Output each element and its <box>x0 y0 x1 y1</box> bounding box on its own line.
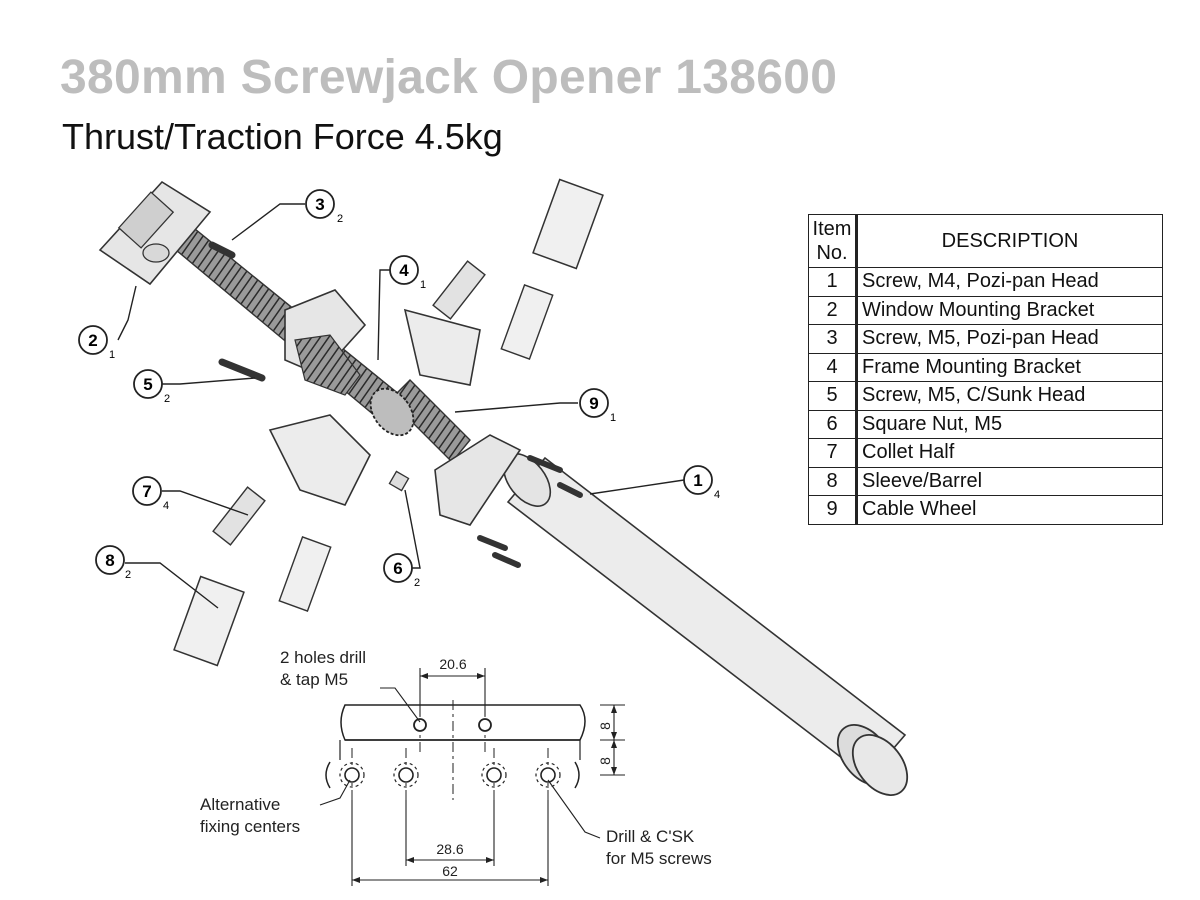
window-mounting-bracket <box>98 180 212 286</box>
svg-text:1: 1 <box>109 349 115 361</box>
note-tap-holes-line2: & tap M5 <box>280 670 348 689</box>
item-number: 8 <box>808 466 858 496</box>
svg-text:1: 1 <box>420 279 426 291</box>
item-description: Square Nut, M5 <box>856 409 1163 439</box>
item-number: 4 <box>808 352 858 382</box>
item-description: Frame Mounting Bracket <box>856 352 1163 382</box>
item-number: 2 <box>808 295 858 325</box>
item-description: Collet Half <box>856 438 1163 468</box>
countersunk-hole <box>398 767 414 783</box>
item-description: Screw, M5, Pozi-pan Head <box>856 324 1163 354</box>
note-countersink-line2: for M5 screws <box>606 849 712 868</box>
countersunk-hole <box>540 767 556 783</box>
callout-8: 8 2 <box>95 545 131 581</box>
page-subtitle: Thrust/Traction Force 4.5kg <box>62 116 503 157</box>
callout-1: 1 4 <box>683 465 720 501</box>
svg-text:1: 1 <box>693 471 702 490</box>
item-number: 1 <box>808 267 858 297</box>
note-tap-holes-line1: 2 holes drill <box>280 648 366 667</box>
screws <box>208 241 583 568</box>
svg-text:2: 2 <box>337 213 343 225</box>
countersunk-hole <box>486 767 502 783</box>
svg-text:5: 5 <box>143 375 152 394</box>
parts-table-header: Item No. DESCRIPTION <box>808 214 1163 268</box>
cable-wheel <box>369 387 415 437</box>
drilling-template: 20.6 28.6 62 8 8 2 holes drill & tap M5 … <box>200 648 712 886</box>
svg-text:8: 8 <box>105 551 114 570</box>
square-nuts <box>388 470 410 492</box>
svg-text:2: 2 <box>414 577 420 589</box>
item-number: 7 <box>808 438 858 468</box>
item-number: 3 <box>808 324 858 354</box>
dim-outer-spacing: 62 <box>442 863 458 879</box>
svg-text:2: 2 <box>88 331 97 350</box>
callout-4: 4 1 <box>389 255 426 291</box>
callout-3: 3 2 <box>305 189 343 225</box>
item-description: Screw, M4, Pozi-pan Head <box>856 267 1163 297</box>
page-title: 380mm Screwjack Opener 138600 <box>60 51 838 104</box>
svg-text:2: 2 <box>125 569 131 581</box>
dim-edge-bottom: 8 <box>597 757 613 765</box>
dim-inner-spacing: 28.6 <box>436 841 463 857</box>
svg-text:4: 4 <box>399 261 409 280</box>
note-alternative-line1: Alternative <box>200 795 280 814</box>
callout-7: 7 4 <box>132 476 169 512</box>
item-description: Sleeve/Barrel <box>856 466 1163 496</box>
callout-5: 5 2 <box>133 369 170 405</box>
svg-text:2: 2 <box>164 393 170 405</box>
frame-mounting-bracket <box>268 289 522 526</box>
note-alternative-line2: fixing centers <box>200 817 300 836</box>
note-countersink-line1: Drill & C'SK <box>606 827 695 846</box>
svg-text:6: 6 <box>393 559 402 578</box>
svg-text:7: 7 <box>142 482 151 501</box>
svg-text:9: 9 <box>589 394 598 413</box>
barrel-tube <box>502 453 909 796</box>
tapped-hole <box>478 718 492 732</box>
dim-edge-top: 8 <box>597 722 613 730</box>
item-number: 9 <box>808 495 858 525</box>
svg-text:4: 4 <box>714 489 720 501</box>
svg-text:1: 1 <box>610 412 616 424</box>
item-description: Window Mounting Bracket <box>856 295 1163 325</box>
countersunk-hole <box>344 767 360 783</box>
item-number: 5 <box>808 381 858 411</box>
callout-6: 6 2 <box>383 553 420 589</box>
header-description: DESCRIPTION <box>856 214 1163 268</box>
item-number: 6 <box>808 409 858 439</box>
dim-hole-spacing: 20.6 <box>439 656 466 672</box>
sleeves <box>173 178 604 667</box>
callout-2: 2 1 <box>78 325 115 361</box>
item-description: Cable Wheel <box>856 495 1163 525</box>
tapped-hole <box>413 718 427 732</box>
callout-leaders <box>117 203 685 609</box>
callout-9: 9 1 <box>579 388 616 424</box>
svg-text:3: 3 <box>315 195 324 214</box>
svg-text:4: 4 <box>163 500 169 512</box>
header-item-no: Item No. <box>808 214 858 268</box>
item-description: Screw, M5, C/Sunk Head <box>856 381 1163 411</box>
